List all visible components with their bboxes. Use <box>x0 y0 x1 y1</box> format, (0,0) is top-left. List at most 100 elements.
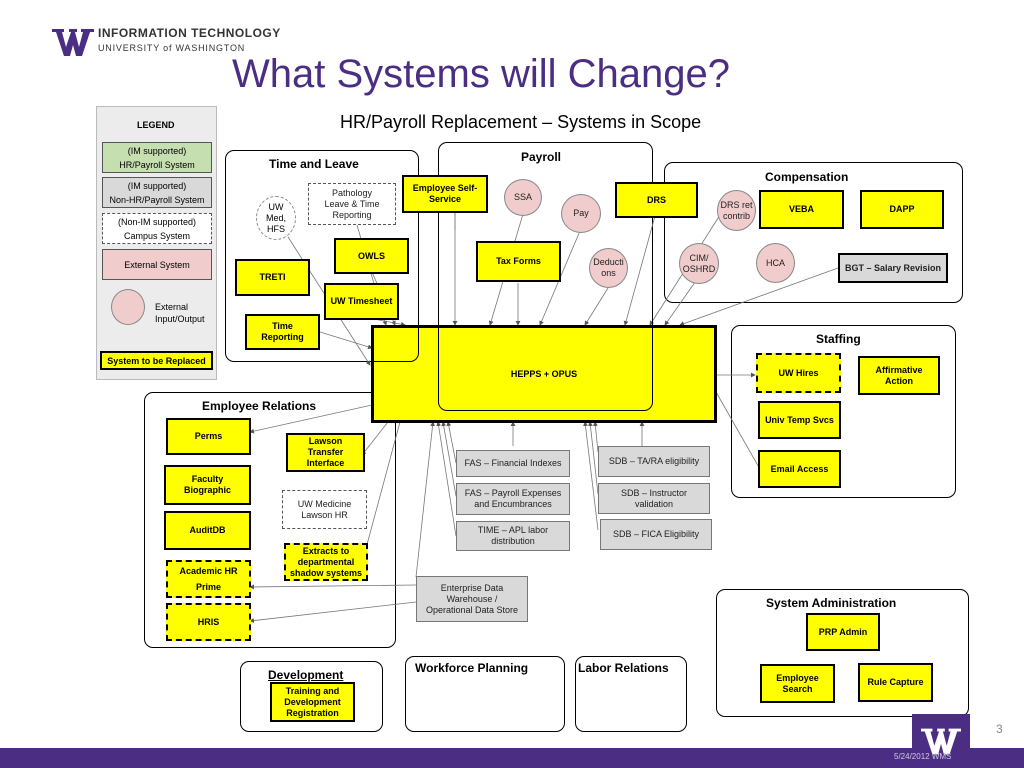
node-dapp: DAPP <box>860 190 944 229</box>
legend-external: External System <box>102 249 212 280</box>
legend-im-hr: (IM supported) HR/Payroll System <box>102 142 212 173</box>
node-ess-line2: Service <box>428 194 462 204</box>
node-auditdb: AuditDB <box>164 511 251 550</box>
node-hris: HRIS <box>166 603 251 641</box>
node-sdb-instructor: SDB – Instructor validation <box>598 483 710 514</box>
node-uw-med-line3: HFS <box>267 223 285 234</box>
node-faculty-biographic: Faculty Biographic <box>164 465 251 505</box>
legend-io-label: External Input/Output <box>155 301 205 325</box>
node-time-apl: TIME – APL labor distribution <box>456 521 570 551</box>
node-academic-hr-line2: Prime <box>195 582 221 592</box>
node-uw-hires: UW Hires <box>756 353 841 393</box>
legend-io-circle <box>111 289 145 325</box>
node-lawson-line1: Lawson <box>308 436 343 446</box>
node-edw-line3: Operational Data Store <box>425 604 519 615</box>
node-pathology: Pathology Leave & Time Reporting <box>308 183 396 225</box>
node-fas-payroll-line1: FAS – Payroll Expenses <box>464 488 562 498</box>
w-logo-footer-icon <box>921 728 961 755</box>
footer-date-text: 5/24/2012 <box>894 752 930 761</box>
legend-non-im-line1: (Non-IM supported) <box>117 216 197 227</box>
group-title-payroll: Payroll <box>521 150 562 164</box>
node-email-access: Email Access <box>758 450 841 488</box>
group-title-development: Development <box>268 668 344 682</box>
legend-io-line1: External <box>155 302 189 312</box>
node-ssa: SSA <box>504 179 542 216</box>
node-drs-ret-line1: DRS ret <box>720 199 753 210</box>
node-uw-med-line1: UW <box>268 201 284 212</box>
node-employee-search: Employee Search <box>760 664 835 703</box>
node-affirmative-line2: Action <box>885 375 913 386</box>
node-uw-medicine-line2: Lawson HR <box>301 509 348 520</box>
node-employee-self-service: Employee Self- Service <box>402 175 488 213</box>
node-cim-oshrd: CIM/ OSHRD <box>679 243 719 284</box>
node-time-reporting-line2: Reporting <box>261 332 304 342</box>
node-edw-line1: Enterprise Data <box>440 582 504 593</box>
node-univ-temp-svcs: Univ Temp Svcs <box>758 401 841 439</box>
footer-initials: WMS <box>931 752 952 761</box>
node-time-reporting: Time Reporting <box>245 314 320 350</box>
node-time-apl-line2: distribution <box>491 536 535 546</box>
node-hca: HCA <box>756 243 795 283</box>
legend-title: LEGEND <box>137 120 175 130</box>
node-uw-medicine-lawson: UW Medicine Lawson HR <box>282 490 367 529</box>
group-title-time-leave: Time and Leave <box>269 157 359 171</box>
node-extracts-line3: shadow systems <box>289 567 363 578</box>
node-academic-hr-line1: Academic HR <box>179 566 238 576</box>
logo-line2: UNIVERSITY of WASHINGTON <box>98 43 246 53</box>
node-owls: OWLS <box>334 238 409 274</box>
page-title: What Systems will Change? <box>232 52 730 96</box>
legend-replace: System to be Replaced <box>100 351 213 370</box>
node-affirmative-line1: Affirmative <box>875 364 923 375</box>
w-logo-icon <box>52 29 94 56</box>
logo-line1: INFORMATION TECHNOLOGY <box>98 26 281 40</box>
footer-bar <box>0 748 1024 768</box>
node-drs: DRS <box>615 182 698 218</box>
legend-im-hr-line1: (IM supported) <box>127 145 187 156</box>
node-edw-line2: Warehouse / <box>446 593 498 604</box>
node-sdb-instr-line1: SDB – Instructor <box>620 487 688 498</box>
node-tax-forms: Tax Forms <box>476 241 561 282</box>
node-training-line3: Registration <box>286 707 339 718</box>
node-cim-line2: OSHRD <box>682 263 716 274</box>
legend-non-im: (Non-IM supported) Campus System <box>102 213 212 244</box>
group-title-system-admin: System Administration <box>766 596 897 610</box>
node-lawson-line3: Interface <box>306 458 345 468</box>
node-enterprise-data-warehouse: Enterprise Data Warehouse / Operational … <box>416 576 528 622</box>
node-bgt-salary-revision: BGT – Salary Revision <box>838 253 948 283</box>
node-time-apl-line1: TIME – APL labor <box>477 525 549 535</box>
node-drs-ret-contrib: DRS ret contrib <box>717 190 756 231</box>
node-deductions: Deducti ons <box>589 248 628 288</box>
node-pathology-line3: Reporting <box>332 209 372 220</box>
page-number: 3 <box>996 722 1003 736</box>
node-lawson-line2: Transfer <box>307 447 344 457</box>
node-fas-payroll: FAS – Payroll Expenses and Encumbrances <box>456 483 570 515</box>
legend-non-hr-line1: (IM supported) <box>127 180 187 191</box>
node-sdb-fica: SDB – FICA Eligibility <box>600 519 712 550</box>
node-hepps-opus: HEPPS + OPUS <box>371 325 717 423</box>
node-pathology-line2: Leave & Time <box>324 198 380 209</box>
node-faculty-line2: Biographic <box>183 485 231 495</box>
node-deductions-line2: ons <box>601 268 616 278</box>
node-ess-line1: Employee Self- <box>412 183 478 193</box>
node-training-registration: Training and Development Registration <box>270 682 355 722</box>
group-title-labor-relations: Labor Relations <box>578 661 669 675</box>
node-sdb-instr-line2: validation <box>634 498 674 509</box>
node-rule-capture: Rule Capture <box>858 663 933 702</box>
node-lawson-transfer: Lawson Transfer Interface <box>286 433 365 472</box>
node-faculty-line1: Faculty <box>191 474 224 484</box>
node-training-line1: Training and <box>285 685 340 696</box>
node-prp-admin: PRP Admin <box>806 613 880 651</box>
node-extracts: Extracts to departmental shadow systems <box>284 543 368 581</box>
group-workforce-planning <box>405 656 565 732</box>
payroll-overlay-outline <box>438 300 653 411</box>
legend-non-hr: (IM supported) Non-HR/Payroll System <box>102 177 212 208</box>
footer-w-badge <box>912 714 970 768</box>
node-emp-search-line1: Employee <box>776 672 819 683</box>
time-leave-overlay-outline <box>371 325 419 362</box>
node-sdb-tara: SDB – TA/RA eligibility <box>598 446 710 477</box>
group-labor-relations <box>575 656 687 732</box>
node-time-reporting-line1: Time <box>272 321 293 331</box>
node-uw-timesheet: UW Timesheet <box>324 283 399 320</box>
node-extracts-line1: Extracts to <box>302 545 350 556</box>
node-pay: Pay <box>561 194 601 233</box>
